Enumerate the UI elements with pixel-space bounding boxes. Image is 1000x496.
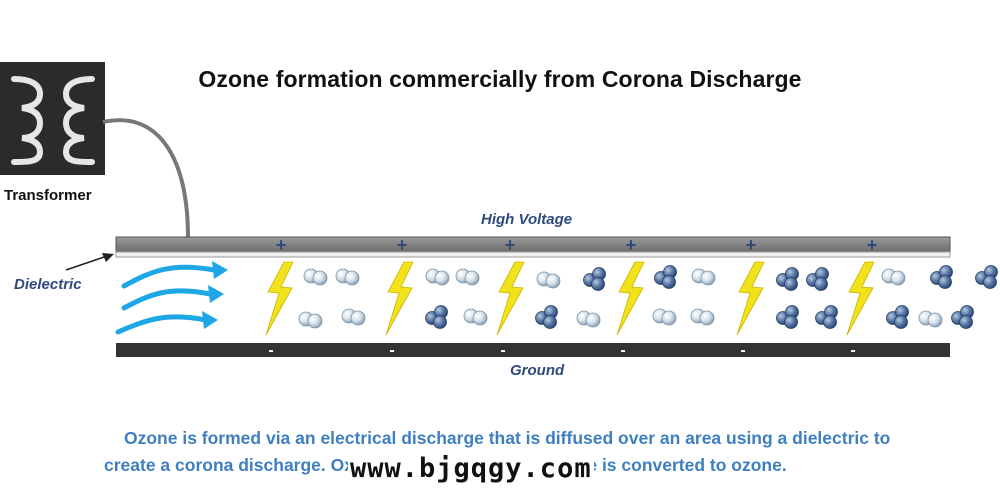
minus-sign: -: [620, 342, 625, 359]
plus-sign: +: [276, 235, 287, 255]
caption-line-1: Ozone is formed via an electrical discha…: [124, 428, 891, 448]
transformer-icon: [0, 62, 105, 175]
high-voltage-label: High Voltage: [481, 211, 573, 228]
ground-label: Ground: [510, 362, 565, 379]
oxygen-molecule-icon: [425, 268, 450, 286]
ozone-molecule-icon: [930, 265, 953, 289]
oxygen-molecule-icon: [690, 308, 715, 326]
oxygen-molecule-icon: [298, 311, 323, 329]
minus-sign: -: [389, 342, 394, 359]
plus-sign: +: [626, 235, 637, 255]
lightning-bolt-icon: [385, 261, 414, 336]
plus-sign: +: [397, 235, 408, 255]
watermark: www.bjgqgy.com: [348, 453, 594, 484]
transformer-wire: [102, 118, 190, 239]
ozone-molecule-icon: [951, 305, 974, 329]
minus-sign: -: [740, 342, 745, 359]
minus-sign: -: [500, 342, 505, 359]
minus-sign: -: [268, 342, 273, 359]
lightning-bolt-icon: [265, 261, 294, 336]
plus-sign: +: [867, 235, 878, 255]
dielectric-pointer-arrow: [65, 253, 114, 271]
oxygen-molecule-icon: [335, 268, 360, 286]
oxygen-molecule-icon: [455, 268, 480, 286]
oxygen-molecule-icon: [463, 308, 488, 326]
airflow-arrowhead: [202, 311, 218, 329]
plus-sign: +: [505, 235, 516, 255]
oxygen-molecule-icon: [652, 308, 677, 326]
ground-plate: [116, 343, 950, 357]
ozone-molecule-icon: [975, 265, 998, 289]
lightning-bolt-icon: [616, 261, 645, 336]
oxygen-molecule-icon: [576, 310, 601, 328]
minus-sign: -: [850, 342, 855, 359]
plus-sign: +: [746, 235, 757, 255]
airflow-arrow-icon: [115, 264, 217, 335]
ozone-molecule-icon: [776, 305, 799, 329]
oxygen-molecule-icon: [691, 268, 716, 286]
ozone-molecules: [425, 265, 998, 329]
ozone-molecule-icon: [535, 305, 558, 329]
ozone-molecule-icon: [886, 305, 909, 329]
oxygen-molecule-icon: [341, 308, 366, 326]
ozone-molecule-icon: [425, 305, 448, 329]
ozone-molecule-icon: [583, 267, 606, 291]
transformer-label: Transformer: [4, 187, 92, 204]
oxygen-molecule-icon: [303, 268, 328, 286]
ozone-molecule-icon: [815, 305, 838, 329]
oxygen-molecule-icon: [918, 310, 943, 328]
dielectric-label: Dielectric: [14, 276, 82, 293]
lightning-bolt-icon: [846, 261, 875, 336]
oxygen-molecule-icon: [881, 268, 906, 286]
oxygen-molecules: [298, 268, 943, 329]
oxygen-molecule-icon: [536, 271, 561, 289]
airflow-arrowhead: [212, 261, 228, 279]
ozone-molecule-icon: [654, 265, 677, 289]
ozone-molecule-icon: [806, 267, 829, 291]
high-voltage-plate: [115, 236, 951, 253]
lightning-bolt-icon: [496, 261, 525, 336]
page-title: Ozone formation commercially from Corona…: [198, 66, 802, 92]
dielectric-layer: [115, 251, 951, 258]
ozone-molecule-icon: [776, 267, 799, 291]
airflow-arrowhead: [208, 285, 224, 303]
lightning-bolt-icon: [736, 261, 765, 336]
